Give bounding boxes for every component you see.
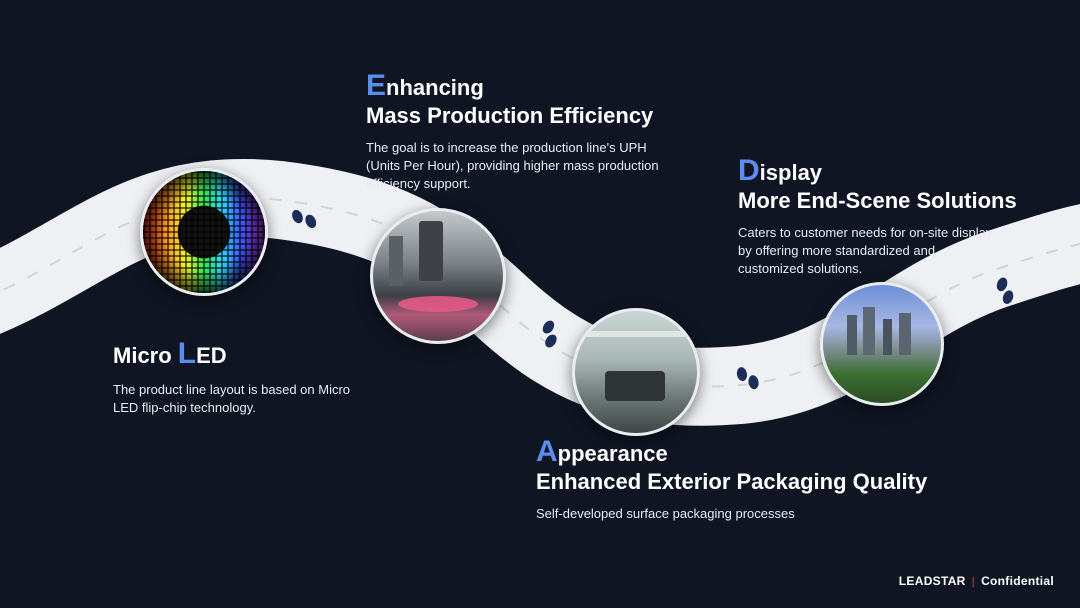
micro-led-title: Micro LED	[113, 337, 227, 370]
confidential-label: Confidential	[981, 574, 1054, 588]
enhancing-section: Enhancing Mass Production Efficiency The…	[366, 68, 696, 193]
city-display-image	[820, 282, 944, 406]
production-machine-image	[370, 208, 506, 344]
display-description: Caters to customer needs for on-site dis…	[738, 225, 993, 277]
footer: LEADSTAR | Confidential	[899, 574, 1054, 588]
micro-led-section: Micro LED The product line layout is bas…	[113, 336, 373, 417]
packaging-equipment-image	[572, 308, 700, 436]
brand-label: LEADSTAR	[898, 574, 966, 588]
enhancing-title: Enhancing Mass Production Efficiency	[366, 69, 654, 129]
display-title: Display More End-Scene Solutions	[738, 154, 1017, 214]
appearance-title: Appearance Enhanced Exterior Packaging Q…	[536, 435, 928, 495]
enhancing-description: The goal is to increase the production l…	[366, 140, 659, 192]
footer-separator: |	[971, 574, 976, 588]
micro-led-image	[140, 168, 268, 296]
appearance-section: Appearance Enhanced Exterior Packaging Q…	[536, 434, 976, 523]
appearance-description: Self-developed surface packaging process…	[536, 506, 795, 522]
display-section: Display More End-Scene Solutions Caters …	[738, 153, 1068, 278]
footprint-icon	[292, 209, 1014, 390]
micro-led-description: The product line layout is based on Micr…	[113, 382, 351, 416]
